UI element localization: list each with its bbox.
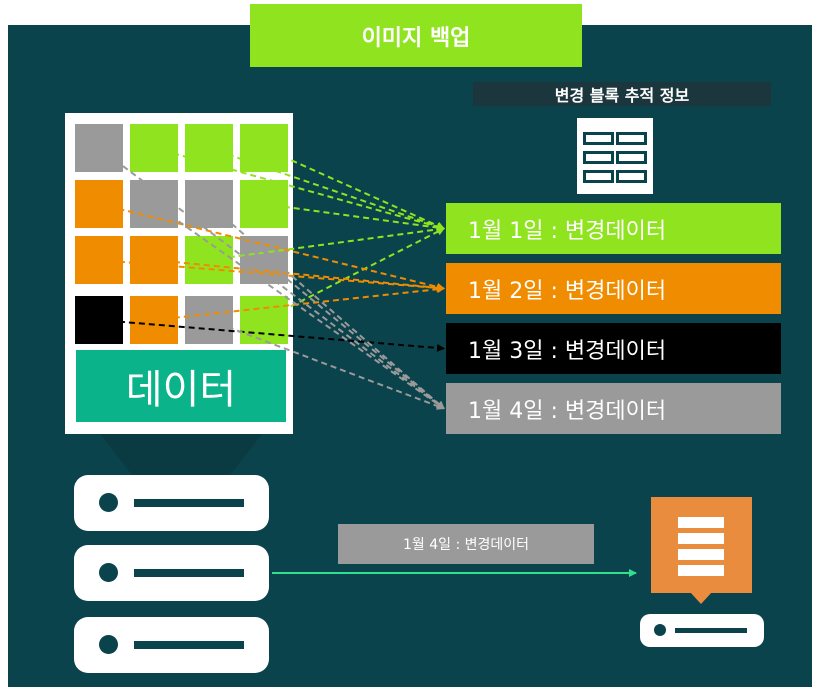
server-led-icon	[99, 563, 118, 582]
change-link-arrow	[98, 259, 445, 292]
source-server-2	[74, 545, 269, 601]
change-link-arrow	[208, 319, 445, 410]
server-slot	[675, 628, 747, 633]
data-label-box: 데이터	[76, 350, 286, 422]
change-link-arrow	[263, 227, 445, 321]
change-data-item: 1월 4일 : 변경데이터	[446, 383, 781, 434]
source-server-1	[74, 475, 269, 531]
change-link-arrow	[153, 285, 445, 321]
change-link-arrow	[263, 259, 445, 410]
change-link-arrow	[263, 203, 445, 232]
change-data-item: 1월 3일 : 변경데이터	[446, 323, 781, 374]
change-link-arrow	[208, 147, 445, 231]
change-link-arrow	[98, 203, 445, 291]
server-led-icon	[99, 493, 118, 512]
change-link-arrow	[208, 225, 445, 261]
backup-storage-icon	[651, 497, 752, 593]
change-data-item: 1월 1일 : 변경데이터	[446, 203, 781, 254]
backup-pointer	[690, 592, 712, 604]
backup-server	[640, 614, 764, 647]
change-link-arrow	[153, 147, 445, 231]
transfer-label: 1월 4일 : 변경데이터	[338, 524, 594, 564]
change-link-arrow	[98, 319, 445, 352]
change-data-item: 1월 2일 : 변경데이터	[446, 263, 781, 314]
change-link-arrow	[263, 147, 445, 230]
tracking-document-icon	[577, 118, 653, 194]
server-led-icon	[99, 635, 118, 654]
server-led-icon	[654, 624, 666, 636]
change-block-tracking-label: 변경 블록 추적 정보	[473, 82, 771, 106]
change-link-arrow	[153, 203, 445, 410]
change-link-arrow	[208, 203, 445, 410]
image-backup-title: 이미지 백업	[250, 4, 582, 67]
change-link-arrow	[153, 259, 445, 292]
source-server-3	[74, 617, 269, 673]
server-slot	[134, 499, 244, 507]
server-slot	[134, 641, 244, 649]
change-link-arrow	[98, 147, 445, 410]
server-slot	[134, 569, 244, 577]
